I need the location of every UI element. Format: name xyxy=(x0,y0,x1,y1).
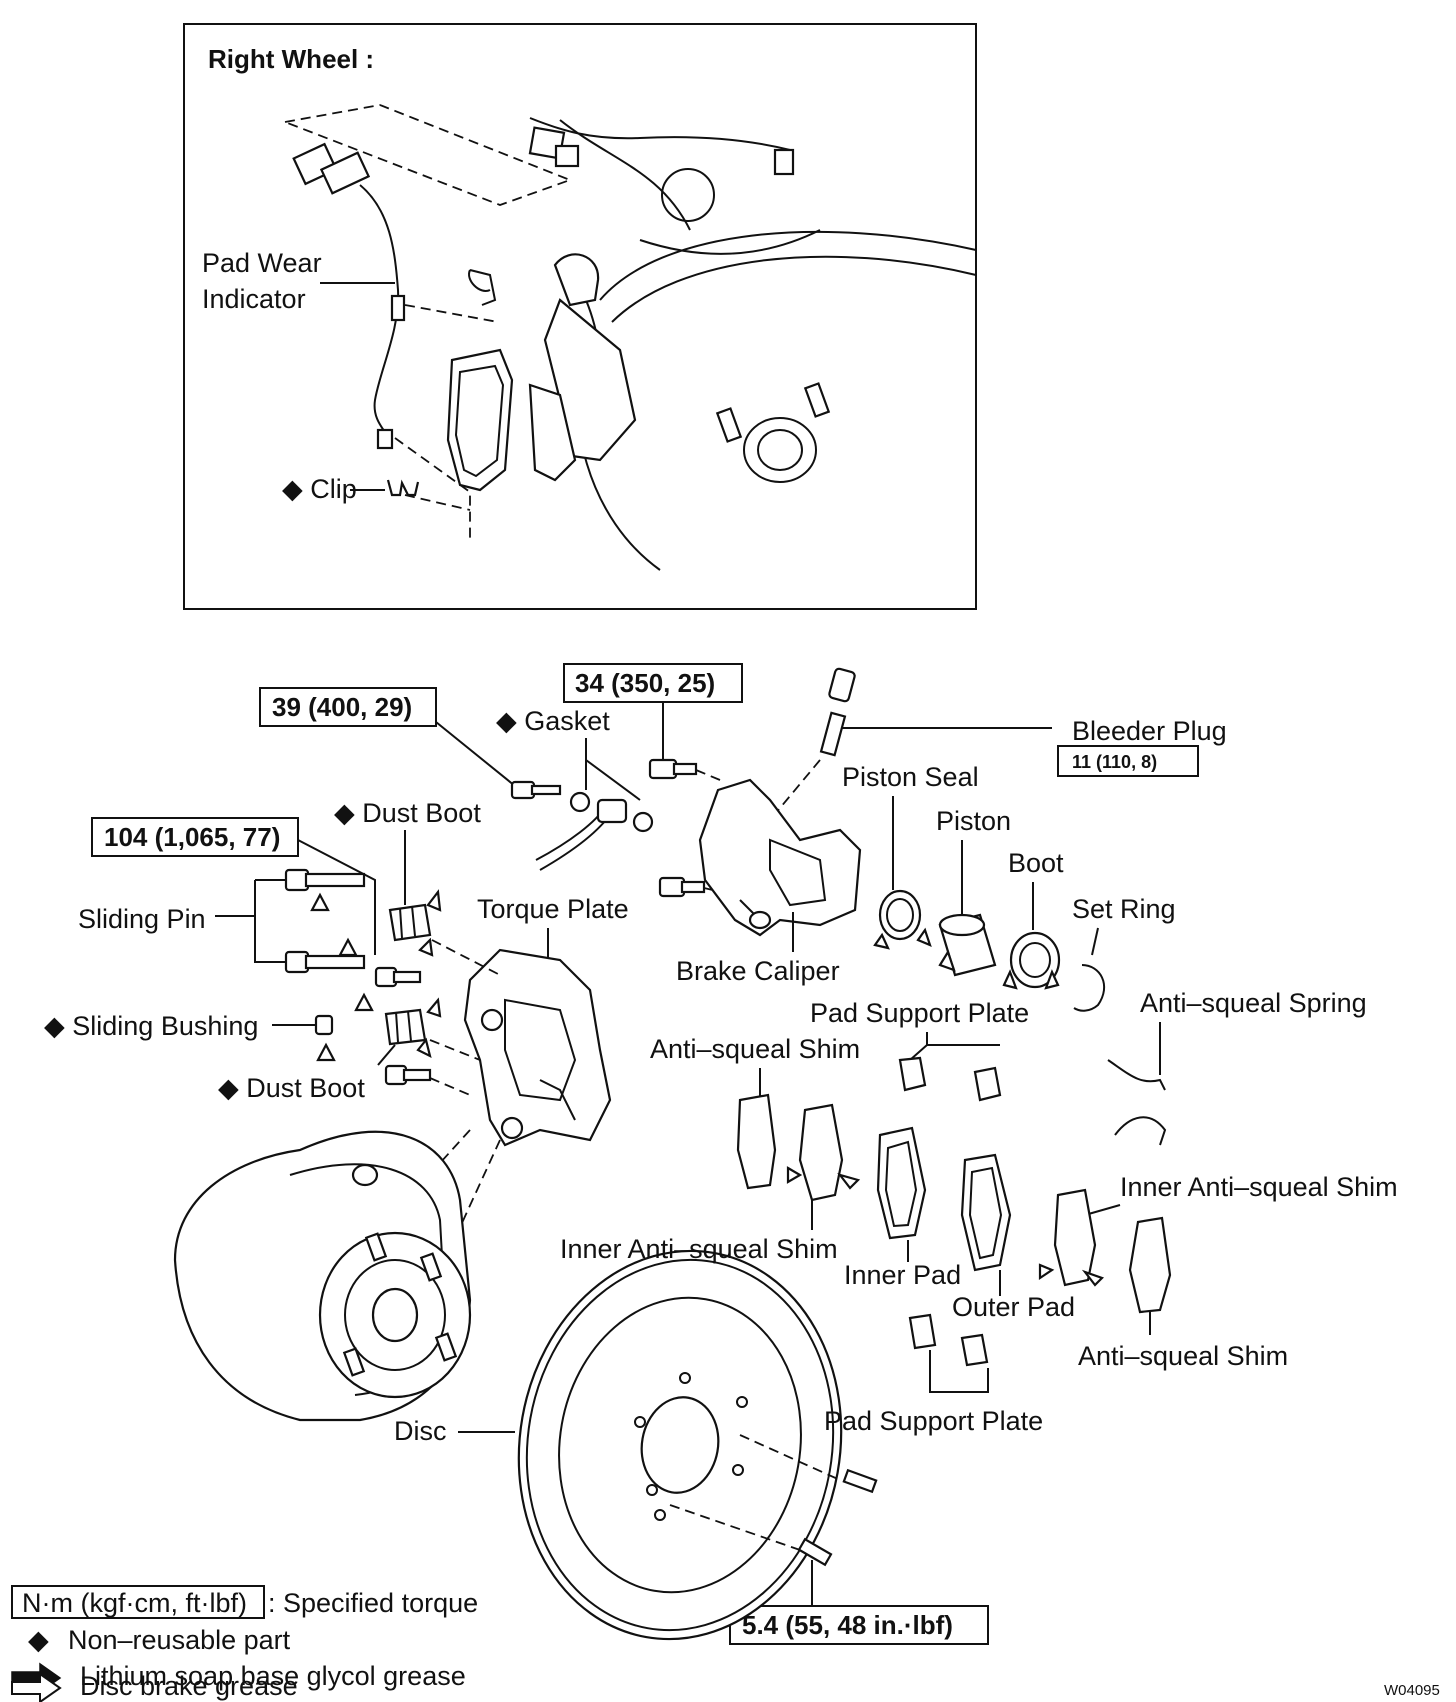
legend-hollow-arrow-icon xyxy=(11,1672,62,1702)
sliding-pin-assembly: Sliding Pin ◆ Dust Boot ◆ Sliding Bushin… xyxy=(44,798,501,1103)
right-wheel-inset: Right Wheel : xyxy=(183,23,977,610)
brake-caliper: Brake Caliper xyxy=(648,758,862,986)
label-diamond-gasket: ◆ Gasket xyxy=(496,706,610,736)
label-dust-boot-top: Dust Boot xyxy=(362,798,481,828)
label-diamond-clip: ◆ Clip xyxy=(282,474,357,504)
label-piston: Piston xyxy=(936,806,1011,836)
label-piston-seal: Piston Seal xyxy=(842,762,979,792)
inset-wire-callout-lines xyxy=(281,104,573,206)
torque-box-bleeder: 11 (110, 8) xyxy=(1057,745,1199,777)
label-anti-squeal-shim-left: Anti–squeal Shim xyxy=(650,1034,860,1064)
label-sliding-pin: Sliding Pin xyxy=(78,904,206,934)
figure-code: W04095 xyxy=(1384,1682,1440,1699)
inset-hub-illustration xyxy=(559,119,977,571)
label-anti-squeal-shim-right: Anti–squeal Shim xyxy=(1078,1341,1288,1371)
label-sliding-bushing: Sliding Bushing xyxy=(72,1011,258,1041)
label-bleeder-plug: Bleeder Plug xyxy=(1072,716,1227,746)
label-inner-anti-squeal-shim-left: Inner Anti–squeal Shim xyxy=(560,1234,838,1264)
label-set-ring: Set Ring xyxy=(1072,894,1176,924)
inset-caliper-illustration xyxy=(469,253,637,482)
label-pad-support-plate-bottom: Pad Support Plate xyxy=(824,1406,1043,1436)
union-bolt-and-gaskets: ◆ Gasket xyxy=(496,706,654,871)
legend: N·m (kgf·cm, ft·lbf) : Specified torque … xyxy=(11,1585,478,1702)
label-torque-plate: Torque Plate xyxy=(477,894,629,924)
pad-wear-indicator xyxy=(292,117,795,450)
label-inner-pad: Inner Pad xyxy=(844,1260,961,1290)
legend-torque-unit: N·m (kgf·cm, ft·lbf) xyxy=(22,1588,247,1618)
legend-lithium-grease: Lithium soap base glycol grease xyxy=(80,1661,466,1691)
hub-backing-plate xyxy=(173,1130,472,1422)
inset-wire-clamp xyxy=(468,269,491,292)
torque-disc-screw: 5.4 (55, 48 in.·lbf) xyxy=(742,1610,953,1640)
label-diamond-dust-boot-top: ◆ Dust Boot xyxy=(334,798,481,828)
label-dust-boot-bottom: Dust Boot xyxy=(246,1073,365,1103)
torque-torque-plate-bolt: 104 (1,065, 77) xyxy=(104,822,280,852)
label-diamond-sliding-bushing: ◆ Sliding Bushing xyxy=(44,1011,258,1041)
legend-torque-desc: : Specified torque xyxy=(268,1588,478,1618)
label-outer-pad: Outer Pad xyxy=(952,1292,1075,1322)
clip-icon xyxy=(386,479,420,497)
inset-title: Right Wheel : xyxy=(208,44,374,74)
label-brake-caliper: Brake Caliper xyxy=(676,956,840,986)
torque-box-torque-plate: 104 (1,065, 77) xyxy=(91,817,376,955)
legend-diamond-icon: ◆ xyxy=(28,1625,49,1655)
torque-caliper-bolt: 34 (350, 25) xyxy=(575,668,715,698)
label-inner-anti-squeal-shim-right: Inner Anti–squeal Shim xyxy=(1120,1172,1398,1202)
torque-box-disc: 5.4 (55, 48 in.·lbf) xyxy=(729,1560,989,1645)
label-pad-wear-1: Pad Wear xyxy=(202,248,322,278)
label-pad-wear-2: Indicator xyxy=(202,284,306,314)
pad-kit: Pad Support Plate Anti–squeal Shim Inner… xyxy=(560,988,1398,1436)
legend-disc-grease: Disc brake grease xyxy=(80,1671,298,1701)
torque-bleeder-plug: 11 (110, 8) xyxy=(1072,752,1157,772)
label-diamond-dust-boot-bottom: ◆ Dust Boot xyxy=(218,1073,365,1103)
label-clip: Clip xyxy=(310,474,357,504)
label-anti-squeal-spring: Anti–squeal Spring xyxy=(1140,988,1367,1018)
bleeder-plug: Bleeder Plug xyxy=(769,667,1227,821)
piston-assembly: Piston Seal Piston Boot Set Ring xyxy=(842,762,1176,1012)
torque-box-caliper: 34 (350, 25) xyxy=(563,663,743,765)
brake-disc: Disc xyxy=(394,1249,878,1641)
torque-union-bolt: 39 (400, 29) xyxy=(272,692,412,722)
label-pad-support-plate-top: Pad Support Plate xyxy=(810,998,1029,1028)
label-disc: Disc xyxy=(394,1416,447,1446)
torque-box-union: 39 (400, 29) xyxy=(259,687,521,791)
torque-plate: Torque Plate xyxy=(369,894,629,1261)
label-boot: Boot xyxy=(1008,848,1064,878)
legend-non-reusable: Non–reusable part xyxy=(68,1625,291,1655)
inset-brake-pad xyxy=(446,348,514,492)
legend-torque-box xyxy=(11,1585,265,1619)
label-gasket: Gasket xyxy=(524,706,610,736)
